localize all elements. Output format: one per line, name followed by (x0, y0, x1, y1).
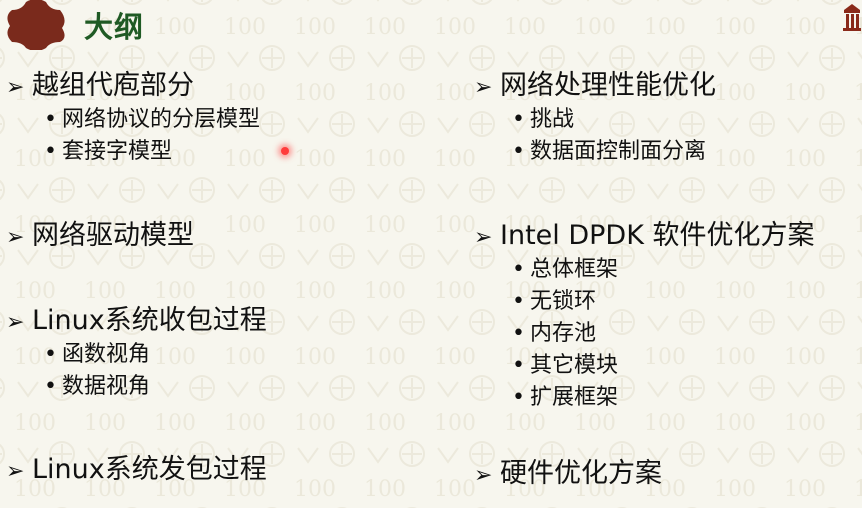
section-label: Intel DPDK 软件优化方案 (500, 220, 815, 251)
dot-bullet-icon: • (512, 257, 525, 282)
subitem-label: 扩展框架 (530, 385, 619, 410)
section-label: Linux系统发包过程 (32, 454, 267, 485)
subitem-label: 挑战 (530, 107, 575, 132)
dot-bullet-icon: • (44, 342, 57, 367)
section-label: Linux系统收包过程 (32, 305, 267, 336)
subitem-label: 内存池 (530, 321, 597, 346)
arrow-bullet-icon: ➢ (6, 310, 25, 335)
laser-pointer-dot (281, 147, 289, 155)
outline-section: ➢ 硬件优化方案 (474, 458, 662, 492)
dot-bullet-icon: • (512, 107, 525, 132)
arrow-bullet-icon: ➢ (6, 225, 25, 250)
arrow-bullet-icon: ➢ (474, 75, 493, 100)
building-logo-icon (843, 4, 861, 31)
dot-bullet-icon: • (512, 321, 525, 346)
dot-bullet-icon: • (44, 139, 57, 164)
dot-bullet-icon: • (512, 385, 525, 410)
subitem-label: 数据面控制面分离 (530, 139, 707, 164)
quatrefoil-logo-icon (7, 0, 65, 50)
dot-bullet-icon: • (512, 289, 525, 314)
arrow-bullet-icon: ➢ (474, 463, 493, 488)
subitem-label: 网络协议的分层模型 (62, 107, 261, 132)
outline-section: ➢Intel DPDK 软件优化方案 •总体框架 •无锁环 •内存池 •其它模块… (474, 220, 815, 414)
outline-section: ➢ Linux系统发包过程 (6, 454, 267, 488)
subitem-label: 套接字模型 (62, 139, 173, 164)
section-label: 硬件优化方案 (500, 458, 662, 489)
dot-bullet-icon: • (512, 353, 525, 378)
dot-bullet-icon: • (44, 107, 57, 132)
outline-section: ➢ 越组代庖部分 •网络协议的分层模型 •套接字模型 (6, 70, 260, 168)
section-label: 网络处理性能优化 (500, 70, 716, 101)
arrow-bullet-icon: ➢ (474, 225, 493, 250)
section-label: 网络驱动模型 (32, 220, 194, 251)
subitem-label: 无锁环 (530, 289, 597, 314)
subitem-label: 其它模块 (530, 353, 619, 378)
subitem-label: 总体框架 (530, 257, 619, 282)
slide-title: 大纲 (84, 10, 145, 44)
dot-bullet-icon: • (512, 139, 525, 164)
outline-section: ➢ 网络处理性能优化 •挑战 •数据面控制面分离 (474, 70, 716, 168)
dot-bullet-icon: • (44, 374, 57, 399)
subitem-label: 函数视角 (62, 342, 151, 367)
arrow-bullet-icon: ➢ (6, 459, 25, 484)
arrow-bullet-icon: ➢ (6, 75, 25, 100)
outline-section: ➢ Linux系统收包过程 •函数视角 •数据视角 (6, 305, 267, 403)
outline-section: ➢ 网络驱动模型 (6, 220, 194, 254)
subitem-label: 数据视角 (62, 374, 151, 399)
section-label: 越组代庖部分 (32, 70, 194, 101)
